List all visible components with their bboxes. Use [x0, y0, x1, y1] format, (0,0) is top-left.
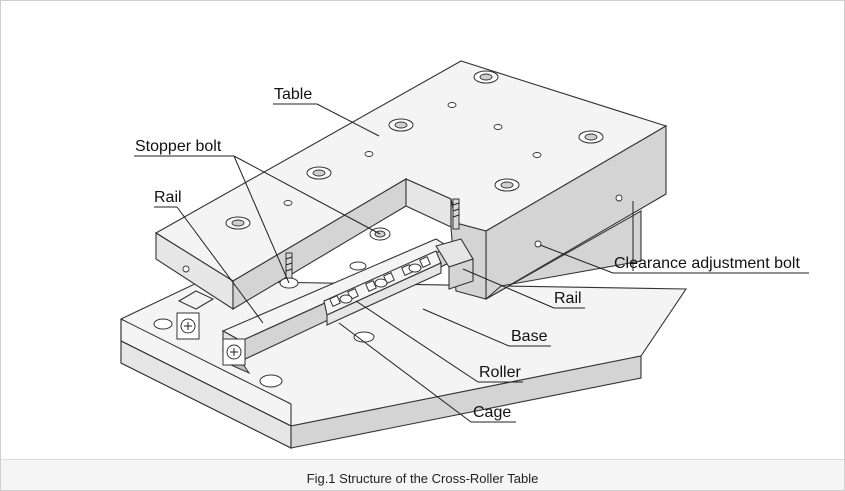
right-rail [176, 238, 474, 340]
table-block [154, 60, 668, 311]
cross-roller-table-drawing: Table Stopper bolt Rail Clearance adjust… [120, 60, 809, 449]
label-base: Base [511, 328, 548, 345]
label-cage: Cage [473, 404, 511, 421]
leader-lines [134, 103, 809, 423]
label-stopper-bolt: Stopper bolt [135, 138, 222, 155]
cage [323, 250, 442, 326]
label-rail-right: Rail [554, 290, 582, 307]
label-table: Table [274, 86, 312, 103]
label-roller: Roller [479, 364, 521, 381]
label-rail-left: Rail [154, 189, 182, 206]
label-clearance-adjustment-bolt: Clearance adjustment bolt [614, 255, 800, 272]
figure-caption: Fig.1 Structure of the Cross-Roller Tabl… [306, 471, 539, 486]
caption-band [1, 459, 844, 490]
